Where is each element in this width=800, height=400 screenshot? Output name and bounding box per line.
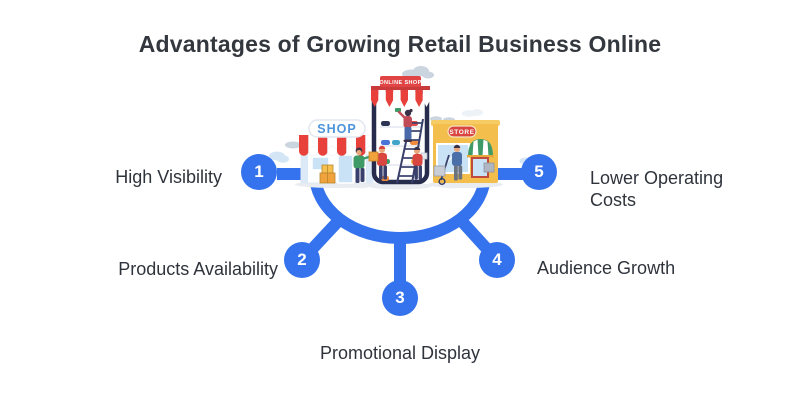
page-title: Advantages of Growing Retail Business On… [138, 31, 662, 57]
green-man [353, 147, 370, 183]
store-awning [467, 139, 494, 158]
hub-diagram-lines [277, 168, 539, 298]
package-boxes-icon [319, 164, 336, 184]
step-number-3: 3 [395, 288, 405, 307]
step-label-products-availability: Products Availability [118, 259, 278, 279]
store-sign-board [447, 125, 477, 138]
red-man-right [412, 146, 428, 180]
online-shop-sign-text: ONLINE SHOP [379, 80, 421, 86]
blue-man-with-dolly [433, 144, 463, 186]
step-label-promotional-display: Promotional Display [319, 343, 481, 363]
online-shop-sign-board [380, 76, 421, 87]
phone-awning [371, 86, 431, 107]
shop-sign-board [308, 119, 366, 138]
step-label-lower-operating-costs: Lower Operating Costs [590, 168, 724, 210]
step-node-3: 3 [382, 280, 418, 316]
step-node-4: 4 [479, 242, 515, 278]
step-node-5: 5 [521, 154, 557, 190]
step-number-1: 1 [254, 162, 264, 181]
cloud-icons [269, 66, 533, 165]
step-node-2: 2 [284, 242, 320, 278]
step-number-4: 4 [492, 250, 502, 269]
step-node-1: 1 [241, 154, 277, 190]
step-number-5: 5 [534, 162, 544, 181]
shop-sign-text: SHOP [317, 122, 356, 136]
store-sign-text: STORE [449, 129, 474, 136]
step-number-2: 2 [297, 250, 307, 269]
woman-on-ladder [395, 108, 413, 142]
red-man-with-box [368, 145, 387, 180]
step-label-audience-growth: Audience Growth [537, 258, 676, 278]
step-label-high-visibility: High Visibility [115, 167, 222, 187]
